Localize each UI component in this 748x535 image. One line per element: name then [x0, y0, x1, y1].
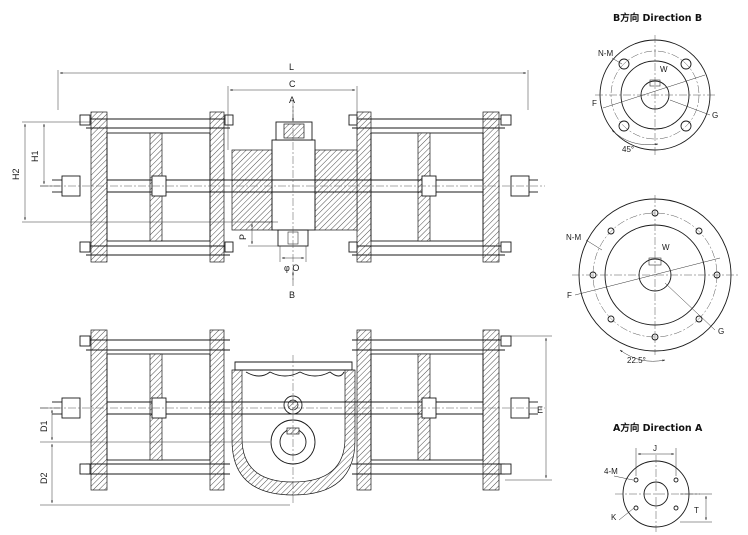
view-arrow-B: B [289, 271, 295, 300]
view-arrow-A: A [289, 95, 295, 122]
right-cylinder [348, 111, 538, 263]
dim-E: E [505, 335, 552, 481]
dim-P: P [238, 221, 278, 247]
dim-L: L [57, 62, 529, 110]
bottom-left-cylinder [52, 329, 230, 491]
view-a-label-t: T [694, 506, 699, 515]
view-b-label-g: G [712, 111, 718, 120]
view-b-label-nm: N-M [598, 49, 613, 58]
dim-label-B: B [289, 290, 295, 300]
view-b-title: B方向 Direction B [613, 12, 702, 24]
view-a-label-j: J [653, 444, 657, 453]
bottom-view: D1 D2 E [39, 329, 552, 506]
view-direction-b: B方向 Direction B N-M W F G 45° [592, 12, 718, 155]
view-direction-b-large: N-M W F G 22.5° [566, 195, 738, 365]
left-cylinder [52, 111, 234, 263]
view-a-label-k: K [611, 513, 617, 522]
dim-label-phiO: φ O [284, 263, 299, 273]
dim-label-A: A [289, 95, 295, 105]
view-b-label-w: W [660, 65, 668, 74]
view-direction-a: A方向 Direction A J 4-M K T [604, 422, 712, 532]
dim-C: C [227, 79, 358, 150]
dim-label-D2: D2 [39, 472, 49, 484]
view-b2-label-angle: 22.5° [627, 356, 646, 365]
view-a-label-4m: 4-M [604, 467, 618, 476]
view-b2-label-g: G [718, 327, 724, 336]
dim-label-H2: H2 [11, 168, 21, 180]
view-b2-label-w: W [662, 243, 670, 252]
bottom-right-cylinder [352, 329, 538, 491]
front-view: L C A H1 H2 P [11, 62, 545, 300]
dim-label-P: P [238, 234, 248, 240]
view-b2-label-f: F [567, 291, 572, 300]
dim-label-H1: H1 [30, 150, 40, 162]
dim-D: D1 D2 [39, 407, 290, 506]
view-b-label-angle: 45° [622, 145, 634, 154]
dim-label-E: E [537, 405, 543, 415]
dim-phiO: φ O [279, 246, 307, 273]
dim-label-L: L [289, 62, 294, 72]
dim-H: H1 H2 [11, 121, 270, 223]
view-b2-label-nm: N-M [566, 233, 581, 242]
view-b-label-f: F [592, 99, 597, 108]
view-a-title: A方向 Direction A [613, 422, 703, 434]
dim-label-D1: D1 [39, 420, 49, 432]
dim-label-C: C [289, 79, 296, 89]
